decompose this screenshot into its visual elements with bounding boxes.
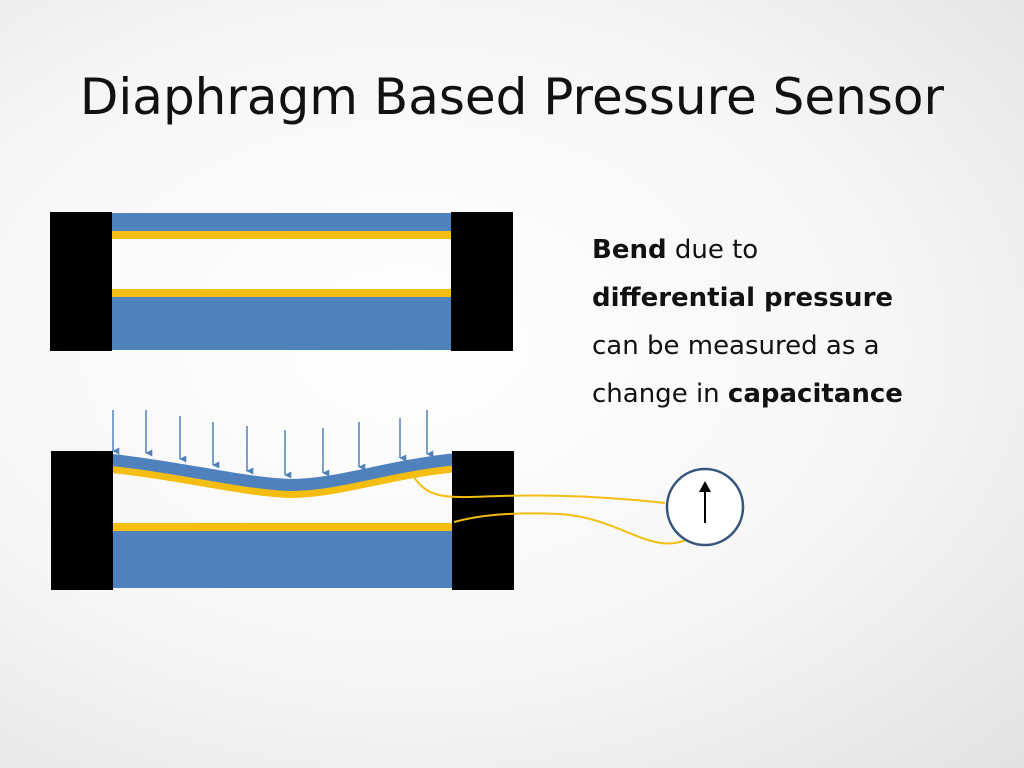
- caption-change-in: change in: [592, 379, 728, 409]
- right-clamp: [451, 212, 513, 351]
- bottom-electrode: [108, 289, 456, 297]
- top-diaphragm-plate: [108, 213, 456, 231]
- current-meter-icon: [665, 467, 745, 547]
- up-arrow-head: [699, 481, 711, 492]
- caption-line-4: change in capacitance: [592, 370, 992, 418]
- pressure-arrows: [112, 410, 434, 479]
- bottom-base-plate: [108, 297, 456, 350]
- bent-diaphragm: [111, 453, 459, 492]
- wire-top: [411, 473, 666, 504]
- explanation-text: Bend due to differential pressure can be…: [592, 226, 992, 418]
- slide-title: Diaphragm Based Pressure Sensor: [79, 68, 945, 126]
- bent-electrode: [111, 464, 459, 499]
- left-clamp: [50, 212, 112, 351]
- sensor-deflected-state: [51, 410, 745, 590]
- caption-bend: Bend: [592, 235, 667, 265]
- caption-capacitance: capacitance: [727, 379, 903, 409]
- wire-bottom: [453, 512, 687, 545]
- caption-line-3: can be measured as a: [592, 331, 880, 361]
- caption-due-to: due to: [666, 235, 759, 265]
- bottom-electrode-deflected: [112, 523, 456, 531]
- caption-differential-pressure: differential pressure: [592, 283, 894, 313]
- sensor-rest-state: [50, 212, 513, 351]
- caption-line-2: differential pressure: [592, 274, 992, 322]
- bottom-base-plate-deflected: [112, 530, 456, 588]
- top-electrode: [108, 231, 456, 239]
- left-clamp-deflected: [51, 451, 113, 590]
- caption-line-1: Bend due to: [592, 226, 992, 274]
